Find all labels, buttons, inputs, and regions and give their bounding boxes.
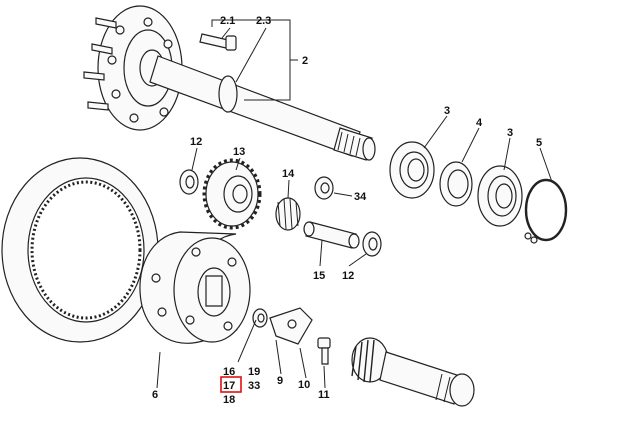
callout-17-highlight: [220, 376, 242, 393]
callout-13[interactable]: 13: [233, 146, 245, 158]
callout-10[interactable]: 10: [298, 379, 310, 391]
callout-2-3[interactable]: 2.3: [256, 15, 271, 27]
callout-12-bottom[interactable]: 12: [342, 270, 354, 282]
planet-gear-13: [202, 158, 262, 230]
callout-14[interactable]: 14: [282, 168, 295, 180]
washer-12-bottom: [362, 231, 382, 257]
washer-34: [314, 176, 334, 200]
planet-carrier: [139, 231, 251, 344]
callout-16[interactable]: 16: [223, 366, 235, 378]
bearing-3-left: [389, 141, 435, 199]
callout-2[interactable]: 2: [302, 55, 308, 67]
shaft-bolt-2-1: [199, 33, 237, 51]
thrust-plate-10: [269, 307, 313, 345]
leader-lines: [156, 19, 553, 389]
callout-6[interactable]: 6: [152, 389, 158, 401]
sun-gear-shaft: [351, 337, 475, 407]
callout-33[interactable]: 33: [248, 380, 260, 392]
callout-5[interactable]: 5: [536, 137, 542, 149]
seal-4: [439, 161, 473, 207]
callout-34[interactable]: 34: [354, 191, 367, 203]
bolt-11: [317, 337, 331, 365]
callout-12-top[interactable]: 12: [190, 136, 202, 148]
callout-17[interactable]: 17: [223, 380, 235, 392]
callout-2-1[interactable]: 2.1: [220, 15, 235, 27]
washer-12-top: [179, 169, 199, 195]
callout-19[interactable]: 19: [248, 366, 260, 378]
ring-gear-6: [1, 157, 159, 343]
planet-pin-15: [303, 221, 360, 249]
axle-shaft: [149, 55, 376, 161]
wheel-studs: [83, 17, 117, 111]
callout-4[interactable]: 4: [476, 117, 483, 129]
callout-9[interactable]: 9: [277, 375, 283, 387]
callout-3-right[interactable]: 3: [507, 127, 513, 139]
callout-3-left[interactable]: 3: [444, 105, 450, 117]
thrust-washer-9: [252, 308, 268, 328]
callout-18[interactable]: 18: [223, 394, 235, 406]
callout-15[interactable]: 15: [313, 270, 325, 282]
bearing-3-right: [477, 165, 523, 227]
callout-11[interactable]: 11: [318, 389, 330, 401]
needle-bearing-14: [275, 197, 301, 231]
snap-ring-5: [524, 178, 568, 244]
